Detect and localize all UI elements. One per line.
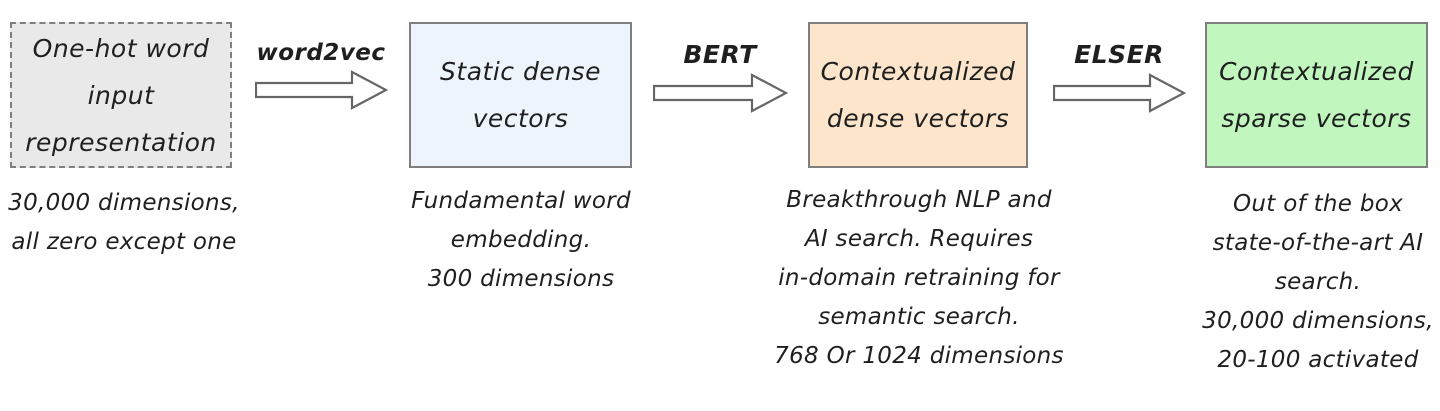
stage-title: Contextualized dense vectors [820, 57, 1016, 133]
arrow-elser: ELSER [1050, 40, 1188, 114]
stage-caption: Out of the box state-of-the-art AI searc… [1202, 191, 1434, 373]
stage-box-one-hot: One-hot word input representation [10, 22, 232, 168]
stage-caption: Breakthrough NLP and AI search. Requires… [774, 187, 1064, 369]
stage-box-contextualized-dense: Contextualized dense vectors [808, 22, 1028, 168]
stage-title: Contextualized sparse vectors [1219, 57, 1414, 133]
stage-title: Static dense vectors [440, 57, 601, 133]
stage-box-static-dense: Static dense vectors [409, 22, 632, 168]
stage-box-contextualized-sparse: Contextualized sparse vectors [1205, 22, 1428, 168]
arrow-label: word2vec [256, 40, 386, 66]
arrow-bert: BERT [650, 40, 790, 114]
arrow-label: BERT [683, 40, 757, 69]
stage-caption: Fundamental word embedding. 300 dimensio… [411, 188, 631, 292]
arrow-word2vec: word2vec [252, 40, 390, 111]
stage-caption: 30,000 dimensions, all zero except one [8, 190, 240, 255]
right-block-arrow-icon [652, 73, 788, 113]
arrow-label: ELSER [1074, 40, 1164, 69]
right-block-arrow-icon [1052, 73, 1186, 113]
right-block-arrow-icon [254, 70, 388, 110]
stage-title: One-hot word input representation [25, 33, 217, 157]
